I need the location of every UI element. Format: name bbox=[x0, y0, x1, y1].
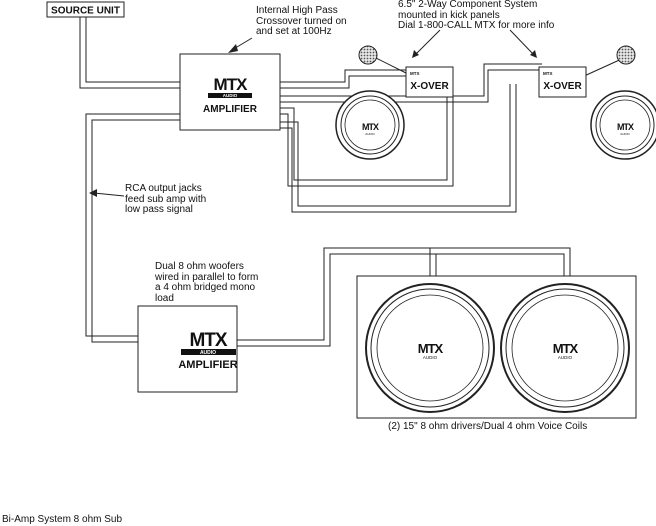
amplifier-label: AMPLIFIER bbox=[178, 359, 237, 371]
wire-xover-right-return-b bbox=[280, 84, 517, 213]
crossover-note: Internal High Pass Crossover turned on a… bbox=[256, 5, 347, 37]
woofers-note: Dual 8 ohm woofers wired in parallel to … bbox=[155, 261, 259, 304]
subwoofer-right: MTX AUDIO bbox=[500, 283, 630, 413]
mtx-logo: MTX bbox=[214, 75, 249, 94]
wire-xover-left-return-a bbox=[280, 84, 448, 181]
mtx-logo: MTX bbox=[189, 330, 227, 351]
xover-label: X-OVER bbox=[543, 81, 582, 92]
midrange-speaker-right: MTX AUDIO bbox=[590, 90, 656, 160]
wire-rca-b bbox=[91, 119, 180, 343]
tweeter-right bbox=[616, 45, 636, 65]
mtx-logo: MTX bbox=[617, 122, 634, 132]
wire-sub-amp-a bbox=[237, 247, 571, 341]
audio-tag: AUDIO bbox=[223, 93, 238, 98]
wire-source-to-amp-a bbox=[79, 17, 180, 89]
crossover-left: MTX X-OVER bbox=[405, 66, 454, 98]
wire-amp-to-xover-left-a bbox=[280, 69, 406, 83]
tweeter-left bbox=[358, 45, 378, 65]
arrowhead-component-right bbox=[530, 50, 537, 58]
arrowhead-crossover-note bbox=[228, 44, 238, 53]
subwoofer-enclosure: MTX AUDIO MTX AUDIO bbox=[356, 275, 637, 419]
audio-tag: AUDIO bbox=[200, 350, 216, 356]
xover-badge: MTX bbox=[410, 71, 420, 76]
mtx-logo: MTX bbox=[553, 341, 579, 356]
diagram-caption: Bi-Amp System 8 ohm Sub bbox=[2, 514, 123, 525]
arrow-component-left bbox=[414, 29, 441, 56]
arrow-rca-note bbox=[93, 192, 125, 197]
audio-tag: AUDIO bbox=[423, 355, 438, 360]
amplifier-bottom: MTX AUDIO AMPLIFIER bbox=[137, 305, 238, 393]
component-system-note: 6.5" 2-Way Component System mounted in k… bbox=[398, 0, 555, 31]
subwoofer-left: MTX AUDIO bbox=[365, 283, 495, 413]
rca-note: RCA output jacks feed sub amp with low p… bbox=[125, 183, 207, 215]
wire-xover-left-return-b bbox=[280, 84, 454, 187]
amplifier-top: MTX AUDIO AMPLIFIER bbox=[179, 53, 281, 131]
crossover-right: MTX X-OVER bbox=[538, 66, 587, 98]
midrange-speaker-left: MTX AUDIO bbox=[335, 90, 405, 160]
wire-xover-right-return-a bbox=[280, 84, 511, 207]
wire-tweeter-left bbox=[373, 56, 407, 74]
wire-amp-to-xover-left-b bbox=[280, 75, 406, 89]
arrowhead-component-left bbox=[412, 50, 419, 58]
audio-tag: AUDIO bbox=[365, 132, 375, 136]
source-unit: SOURCE UNIT bbox=[46, 1, 125, 18]
amplifier-label: AMPLIFIER bbox=[203, 104, 258, 115]
mtx-logo: MTX bbox=[418, 341, 444, 356]
drivers-note: (2) 15" 8 ohm drivers/Dual 4 ohm Voice C… bbox=[388, 421, 588, 432]
xover-badge: MTX bbox=[543, 71, 553, 76]
wire-rca-a bbox=[85, 113, 180, 337]
audio-tag: AUDIO bbox=[620, 132, 630, 136]
wire-sub-amp-b bbox=[237, 253, 565, 347]
arrow-component-right bbox=[509, 29, 535, 56]
xover-label: X-OVER bbox=[410, 81, 449, 92]
wire-source-to-amp-b bbox=[85, 17, 180, 83]
mtx-logo: MTX bbox=[362, 122, 379, 132]
arrowhead-rca-note bbox=[89, 189, 97, 197]
source-unit-label: SOURCE UNIT bbox=[51, 6, 120, 17]
audio-tag: AUDIO bbox=[558, 355, 573, 360]
wires bbox=[79, 17, 627, 347]
